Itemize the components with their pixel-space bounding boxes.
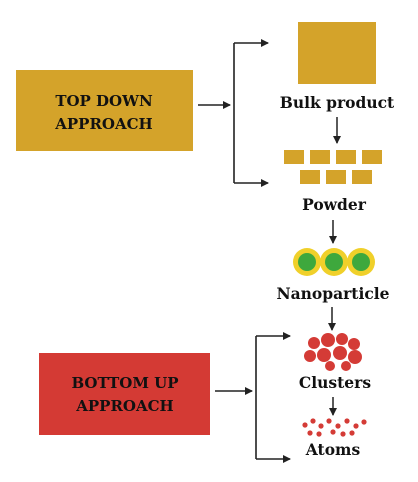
powder-piece <box>284 150 304 164</box>
atom-dot <box>335 423 341 429</box>
nanoparticle-core <box>352 253 370 271</box>
bottom-up-bracket <box>215 332 291 463</box>
atom-dot <box>310 418 316 424</box>
clusters-group <box>304 333 362 371</box>
top-down-bracket <box>198 39 269 187</box>
powder-piece <box>310 150 330 164</box>
atom-dot <box>353 423 359 429</box>
nanoparticle-label: Nanoparticle <box>276 284 389 303</box>
cluster-ball <box>348 338 360 350</box>
powder-piece <box>326 170 346 184</box>
bottom-up-box-shape <box>39 353 210 435</box>
atom-dot <box>302 422 308 428</box>
atom-dot <box>330 429 336 435</box>
top-down-box-shape <box>16 70 193 151</box>
atom-dot <box>318 423 324 429</box>
cluster-ball <box>308 337 320 349</box>
nanoparticle-core <box>325 253 343 271</box>
atom-dot <box>307 430 313 436</box>
atom-dot <box>344 418 350 424</box>
cluster-ball <box>348 350 362 364</box>
atoms-group <box>302 418 367 437</box>
powder-piece <box>352 170 372 184</box>
nanoparticles <box>293 248 375 276</box>
cluster-ball <box>304 350 316 362</box>
cluster-ball <box>317 348 331 362</box>
top-down-approach-box: TOP DOWN APPROACH <box>16 70 193 151</box>
powder-label: Powder <box>302 195 367 214</box>
cluster-ball <box>321 333 335 347</box>
bottom-up-label-line1: BOTTOM UP <box>71 374 178 392</box>
atom-dot <box>361 419 367 425</box>
cluster-ball <box>333 346 347 360</box>
powder-piece <box>336 150 356 164</box>
atom-dot <box>340 431 346 437</box>
powder-pieces <box>284 150 382 184</box>
top-down-label-line1: TOP DOWN <box>55 92 153 110</box>
atom-dot <box>349 430 355 436</box>
cluster-ball <box>336 333 348 345</box>
atom-dot <box>316 431 322 437</box>
bulk-product-label: Bulk product <box>280 93 395 112</box>
bottom-up-approach-box: BOTTOM UP APPROACH <box>39 353 210 435</box>
atom-dot <box>326 418 332 424</box>
clusters-label: Clusters <box>299 373 371 392</box>
cluster-ball <box>325 361 335 371</box>
powder-piece <box>300 170 320 184</box>
bulk-product-block <box>298 22 376 84</box>
atoms-label: Atoms <box>305 440 361 459</box>
powder-piece <box>362 150 382 164</box>
bottom-up-label-line2: APPROACH <box>75 397 173 415</box>
top-down-label-line2: APPROACH <box>54 115 152 133</box>
nanoparticle-core <box>298 253 316 271</box>
cluster-ball <box>341 361 351 371</box>
